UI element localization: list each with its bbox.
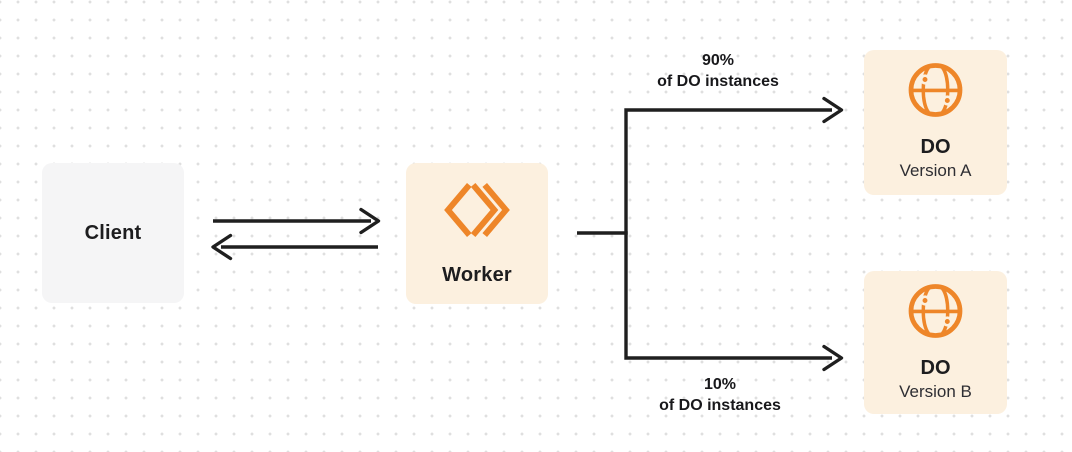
client-label: Client [84, 222, 142, 244]
client-node: Client [42, 163, 184, 303]
worker-to-client-arrow [211, 233, 378, 261]
split-label-90-line2: of DO instances [657, 73, 779, 90]
arrowhead-right-icon [359, 207, 381, 235]
workers-chevrons-icon [444, 182, 510, 237]
split-label-10-line1: 10% [703, 376, 737, 393]
worker-label: Worker [442, 263, 512, 286]
split-label-10: 10% of DO instances [618, 374, 822, 416]
arrowhead-to-do-b-icon [822, 344, 844, 372]
do-version-b-node: DO Version B [864, 271, 1007, 414]
do-b-title: DO [920, 357, 951, 379]
worker-node: Worker [406, 163, 548, 304]
split-label-90: 90% of DO instances [616, 50, 820, 92]
globe-icon [908, 63, 963, 117]
do-a-subtitle: Version A [899, 161, 972, 180]
do-b-subtitle: Version B [899, 382, 972, 401]
split-label-90-line1: 90% [701, 52, 735, 69]
arrowhead-left-icon [211, 233, 233, 261]
branch-split-line [624, 96, 844, 372]
globe-icon [908, 284, 963, 338]
client-to-worker-arrow [213, 207, 381, 235]
do-version-a-node: DO Version A [864, 50, 1007, 195]
arrowhead-to-do-a-icon [822, 96, 844, 124]
split-label-10-line2: of DO instances [659, 397, 781, 414]
do-a-title: DO [920, 136, 951, 158]
